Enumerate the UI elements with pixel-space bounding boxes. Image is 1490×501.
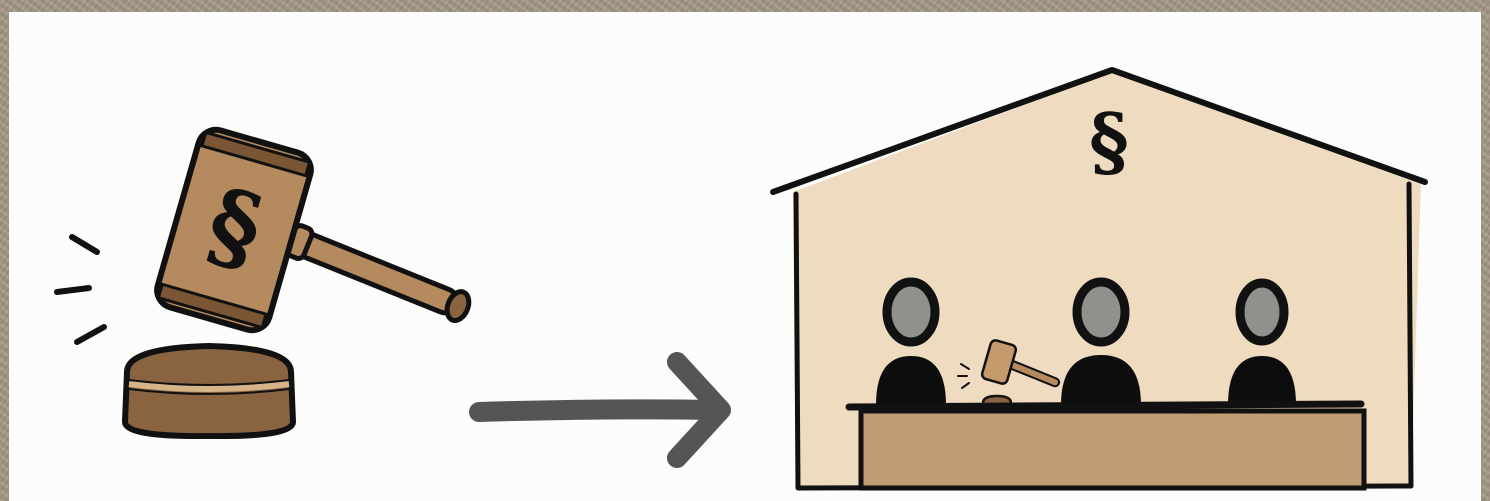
illustration-canvas: § § — [9, 12, 1481, 501]
arrow-right-icon — [479, 362, 721, 458]
illustration-panel: § § — [9, 12, 1481, 501]
courthouse-icon: § — [773, 70, 1425, 488]
sound-block-icon — [125, 346, 293, 436]
gavel-icon: § — [153, 126, 473, 335]
courthouse-symbol: § — [1089, 97, 1129, 186]
impact-lines-icon — [57, 237, 104, 342]
